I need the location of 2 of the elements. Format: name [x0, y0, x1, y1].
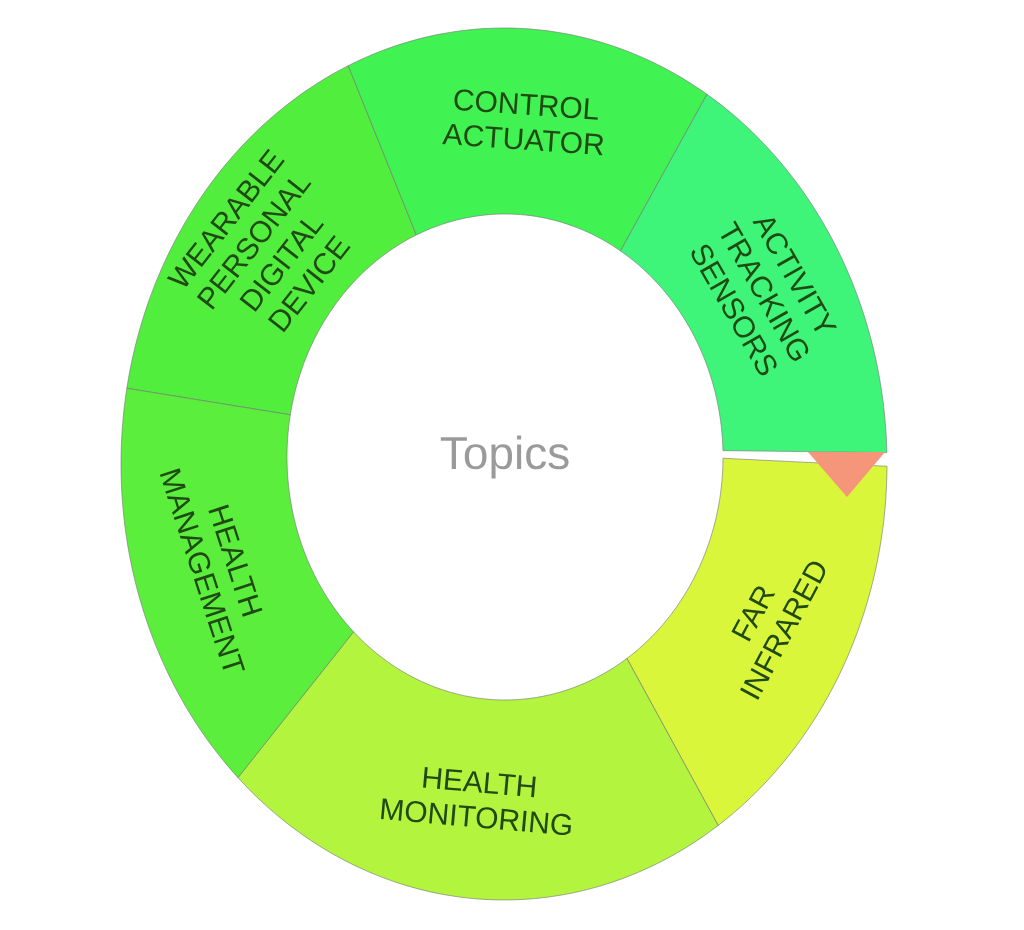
center-label: Topics	[440, 435, 569, 479]
pointer-triangle	[808, 452, 885, 497]
